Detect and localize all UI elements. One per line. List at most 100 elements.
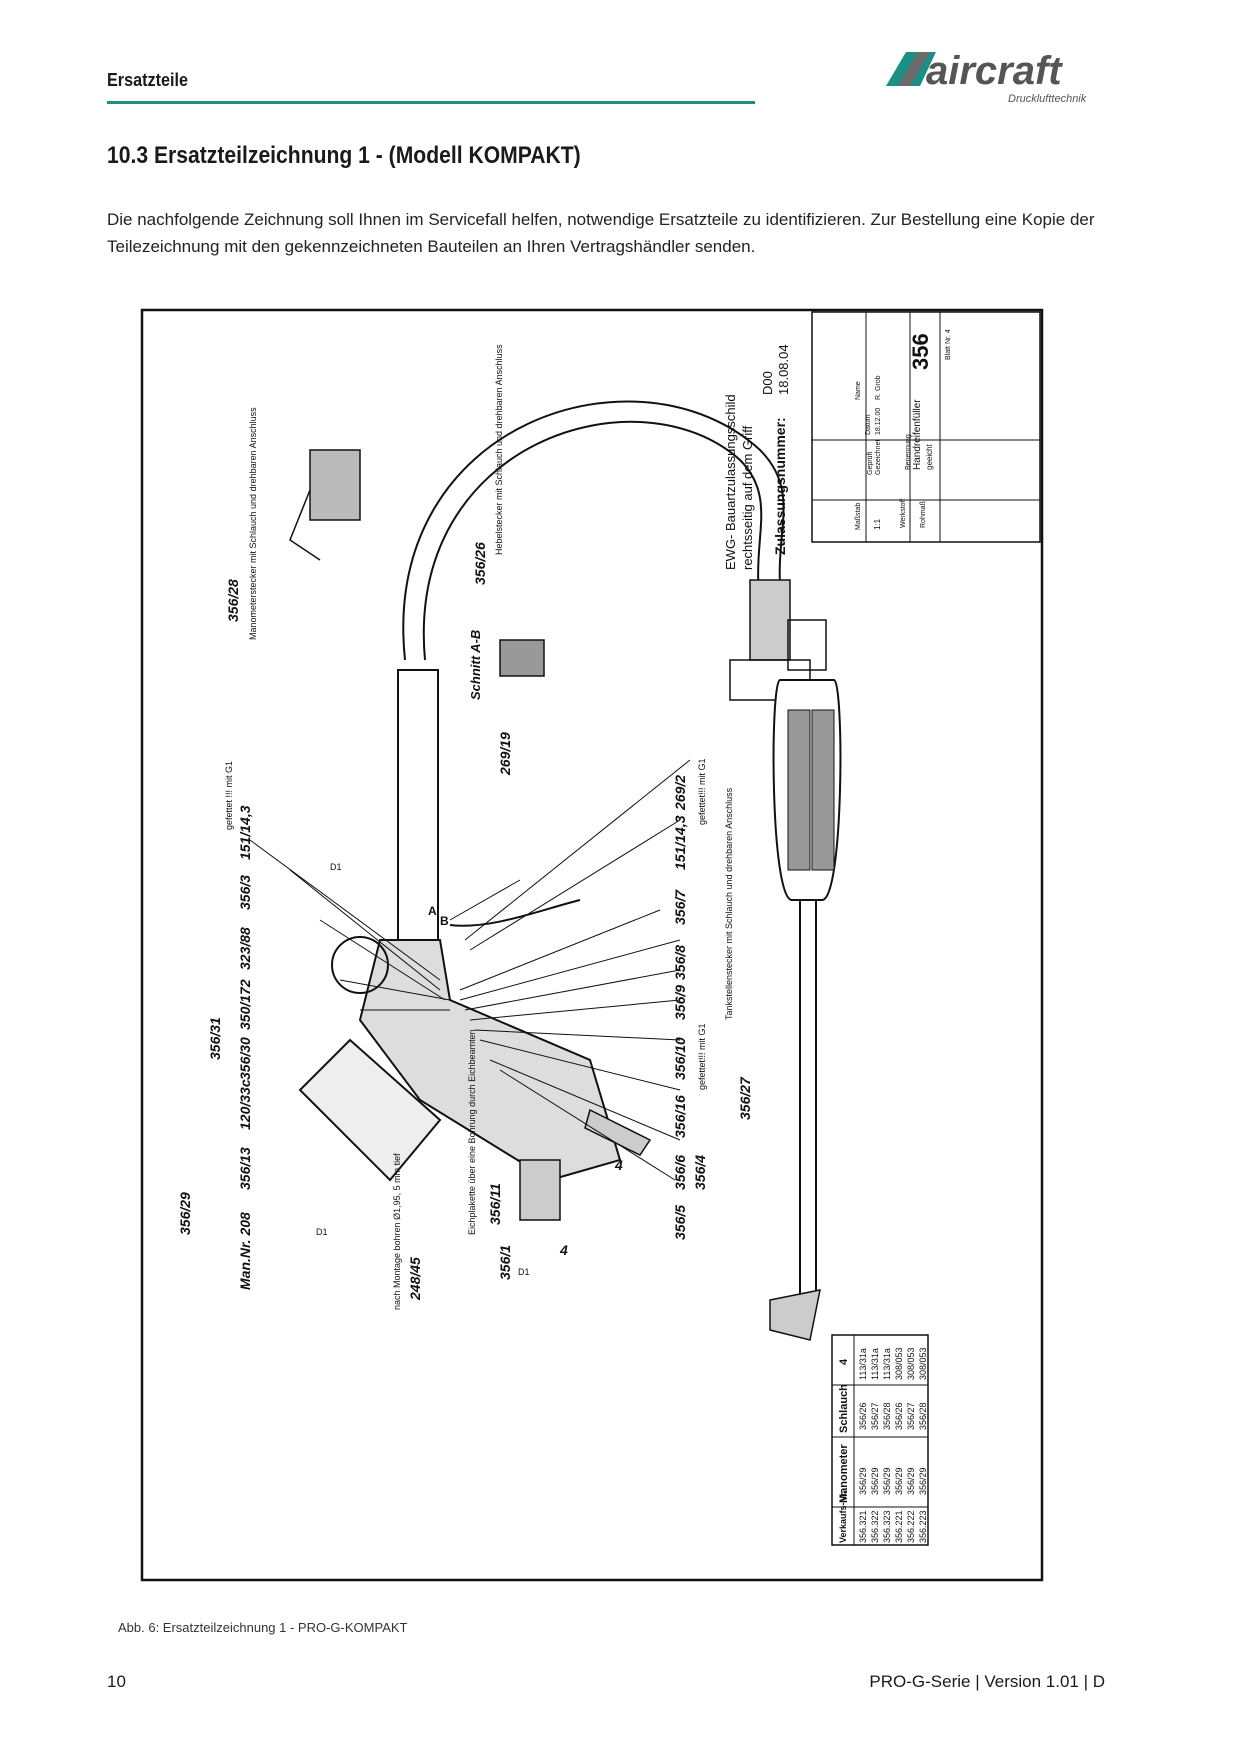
approval-number-top: D00 bbox=[760, 371, 775, 395]
label-356-9: 356/9 bbox=[672, 985, 688, 1020]
figure-caption: Abb. 6: Ersatzteilzeichnung 1 - PRO-G-KO… bbox=[118, 1620, 408, 1635]
callout-gefettet-bottom: gefettet!!! mit G1 bbox=[697, 1023, 707, 1090]
label-350-172: 350/172 bbox=[237, 979, 253, 1030]
callout-hebelstecker: Hebelstecker mit Schlauch und drehbaren … bbox=[494, 344, 504, 555]
header-rule bbox=[107, 101, 755, 104]
label-356-30: 356/30 bbox=[237, 1037, 253, 1080]
table-row-6-4: 308/053 bbox=[918, 1347, 928, 1380]
title-blatt: Blatt Nr. 4 bbox=[945, 329, 952, 360]
label-356-6: 356/6 bbox=[672, 1155, 688, 1190]
callout-tankstellenstecker: Tankstellenstecker mit Schlauch und dreh… bbox=[724, 787, 734, 1020]
title-name-col: Name bbox=[855, 381, 862, 400]
tank-plug-grip-pad-left bbox=[787, 709, 811, 871]
brand-wordmark: aircraft bbox=[926, 49, 1063, 93]
table-row-6-nr: 356.223 bbox=[918, 1510, 928, 1543]
title-massstab: Maßstab bbox=[855, 503, 862, 530]
callout-gefettet-left: gefettet !!! mit G1 bbox=[224, 761, 234, 830]
section-title: 10.3 Ersatzteilzeichnung 1 - (Modell KOM… bbox=[107, 142, 581, 169]
label-356-29: 356/29 bbox=[177, 1192, 193, 1235]
aircraft-logo: aircraft Drucklufttechnik bbox=[886, 49, 1087, 105]
callout-a: A bbox=[428, 904, 437, 918]
table-row-3-manometer: 356/29 bbox=[882, 1467, 892, 1495]
gun-hanger-eye bbox=[331, 936, 389, 994]
table-header-4: 4 bbox=[838, 1358, 850, 1365]
label-356-27: 356/27 bbox=[737, 1076, 753, 1120]
label-356-7: 356/7 bbox=[672, 889, 688, 925]
label-356-3: 356/3 bbox=[237, 875, 253, 910]
intro-paragraph: Die nachfolgende Zeichnung soll Ihnen im… bbox=[107, 210, 1095, 256]
coupling-nipple bbox=[519, 1159, 561, 1221]
table-row-5-manometer: 356/29 bbox=[906, 1467, 916, 1495]
title-name: Handreifenfüller bbox=[912, 399, 923, 470]
table-row-5-4: 308/053 bbox=[906, 1347, 916, 1380]
label-269-2: 269/2 bbox=[672, 775, 688, 811]
label-151-14-3-left: 151/14,3 bbox=[237, 805, 253, 860]
table-row-3-schlauch: 356/28 bbox=[882, 1402, 892, 1430]
title-name-label: Benennung bbox=[905, 434, 912, 470]
page-number: 10 bbox=[107, 1672, 126, 1691]
title-geprueft: Geprüft bbox=[867, 452, 874, 475]
table-header-manometer: Manometer bbox=[838, 1444, 850, 1503]
approval-line1: EWG- Bauartzulassungsschild bbox=[723, 394, 738, 570]
tank-plug-head bbox=[769, 1289, 821, 1341]
table-header-schlauch: Schlauch bbox=[838, 1384, 850, 1433]
title-rohmass: Rohmaß bbox=[920, 501, 927, 528]
drawing-frame bbox=[140, 308, 1044, 1582]
label-man-nr-208: Man.Nr. 208 bbox=[237, 1212, 253, 1290]
gun-lever bbox=[449, 899, 581, 927]
hose-outer bbox=[402, 400, 791, 661]
hose-inner bbox=[422, 420, 769, 661]
pressure-gauge bbox=[298, 1038, 442, 1182]
callout-schnitt-ab: Schnitt A-B bbox=[468, 630, 483, 700]
label-356-10: 356/10 bbox=[672, 1037, 688, 1080]
label-4-lower: 4 bbox=[559, 1242, 568, 1258]
brand-tagline: Drucklufttechnik bbox=[1008, 93, 1087, 105]
table-row-1-manometer: 356/29 bbox=[858, 1467, 868, 1495]
variant-table: Verkaufs-Nr. Manometer Schlauch 4 356.32… bbox=[831, 1334, 929, 1546]
approval-line2: rechtsseitig auf dem Griff bbox=[740, 425, 755, 570]
label-356-5: 356/5 bbox=[672, 1205, 688, 1240]
section-ab-sketch bbox=[499, 639, 545, 677]
table-row-4-4: 308/053 bbox=[894, 1347, 904, 1380]
label-323-88: 323/88 bbox=[237, 927, 253, 970]
spare-parts-drawing: 356/28 356/26 269/19 269/2 151/14,3 356/… bbox=[140, 308, 1044, 1582]
title-gezeichnet: Gezeichnet bbox=[875, 440, 882, 475]
label-356-16: 356/16 bbox=[672, 1095, 688, 1138]
table-row-5-schlauch: 356/27 bbox=[906, 1402, 916, 1430]
label-356-11: 356/11 bbox=[487, 1183, 503, 1225]
lever-plug bbox=[749, 579, 791, 661]
callout-d1-lower: D1 bbox=[518, 1267, 530, 1277]
label-356-1: 356/1 bbox=[497, 1245, 513, 1280]
approval-number-bottom: 18.08.04 bbox=[776, 344, 791, 395]
table-header-verkaufs-nr: Verkaufs-Nr. bbox=[838, 1490, 848, 1543]
label-356-8: 356/8 bbox=[672, 945, 688, 980]
label-248-45: 248/45 bbox=[407, 1257, 423, 1301]
label-4-upper: 4 bbox=[614, 1157, 623, 1173]
table-row-1-nr: 356.321 bbox=[858, 1510, 868, 1543]
callout-d1-left: D1 bbox=[316, 1227, 328, 1237]
table-row-6-schlauch: 356/28 bbox=[918, 1402, 928, 1430]
table-row-6-manometer: 356/29 bbox=[918, 1467, 928, 1495]
tank-plug-grip-pad-right bbox=[811, 709, 835, 871]
label-356-26: 356/26 bbox=[472, 542, 488, 585]
table-row-2-4: 113/31a bbox=[870, 1348, 880, 1380]
callout-d1-upper: D1 bbox=[330, 862, 342, 872]
outlet-nipple bbox=[584, 1108, 652, 1156]
part-labels: 356/28 356/26 269/19 269/2 151/14,3 356/… bbox=[177, 542, 753, 1301]
header-section-label: Ersatzteile bbox=[107, 70, 189, 90]
title-material: Werkstoff bbox=[900, 499, 907, 528]
table-rows: 356.321 356/29 356/26 113/31a 356.322 35… bbox=[858, 1347, 928, 1543]
table-row-2-manometer: 356/29 bbox=[870, 1467, 880, 1495]
manometer-plug-lever bbox=[289, 489, 321, 561]
callout-gefettet-right: gefettet!!! mit G1 bbox=[697, 758, 707, 825]
approval-number-label: Zulassungsnummer: bbox=[772, 417, 788, 555]
title-massstab-value: 1:1 bbox=[873, 518, 882, 530]
label-151-14-3-right: 151/14,3 bbox=[672, 815, 688, 870]
table-row-3-4: 113/31a bbox=[882, 1348, 892, 1380]
title-name-sub: geeicht bbox=[925, 443, 934, 470]
label-356-31: 356/31 bbox=[207, 1017, 223, 1060]
manometer-plug bbox=[309, 449, 361, 521]
label-356-13: 356/13 bbox=[237, 1147, 253, 1190]
title-block: 356 Benennung Handreifenfüller geeicht W… bbox=[811, 311, 1041, 543]
approval-block: EWG- Bauartzulassungsschild rechtsseitig… bbox=[723, 344, 791, 570]
